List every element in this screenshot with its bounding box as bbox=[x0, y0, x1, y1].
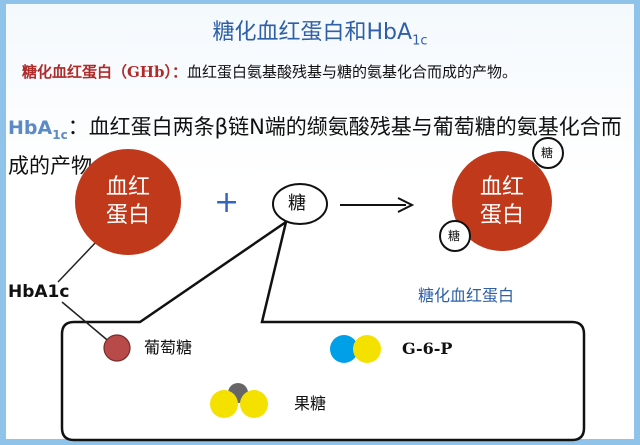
g6p-cyan-icon bbox=[330, 335, 358, 363]
frame-top bbox=[0, 0, 640, 4]
glucose-molecule-icon bbox=[103, 334, 131, 362]
fructose-label: 果糖 bbox=[294, 394, 327, 413]
sugar-text: 糖 bbox=[288, 193, 306, 214]
hba1c-pointer-line-bottom bbox=[61, 301, 113, 345]
product-sugar-bottom-ellipse bbox=[439, 220, 471, 252]
hba1c-term: HbA1c bbox=[8, 117, 68, 142]
product-label: 糖化血红蛋白 bbox=[418, 286, 515, 305]
frame-bottom bbox=[0, 439, 640, 445]
slide-title-sub: 1c bbox=[412, 33, 428, 49]
frame-right bbox=[634, 0, 640, 445]
fructose-yellow-right-icon bbox=[240, 390, 268, 418]
product-hemoglobin-text: 血红 蛋白 bbox=[452, 174, 552, 230]
product-hemoglobin-text-line1: 血红 bbox=[479, 175, 524, 200]
product-sugar-top-text: 糖 bbox=[541, 146, 554, 160]
g6p-label: G-6-P bbox=[402, 339, 453, 358]
slide-title-main: 糖化血红蛋白和HbA bbox=[212, 20, 413, 45]
product-hemoglobin-text-line2: 蛋白 bbox=[479, 203, 524, 228]
hemoglobin-text-line1: 血红 bbox=[105, 175, 150, 200]
hba1c-pointer-line-top bbox=[57, 239, 99, 283]
hemoglobin-circle bbox=[75, 149, 181, 255]
slide-title: 糖化血红蛋白和HbA1c bbox=[0, 14, 640, 48]
product-sugar-bottom-text: 糖 bbox=[448, 229, 461, 243]
product-sugar-top-ellipse bbox=[532, 137, 564, 169]
glucose-label: 葡萄糖 bbox=[144, 338, 193, 357]
fructose-yellow-left-icon bbox=[210, 390, 238, 418]
hba1c-label: HbA1c bbox=[8, 282, 70, 302]
ghb-term: 糖化血红蛋白（GHb）： bbox=[22, 63, 187, 81]
hemoglobin-text-line2: 蛋白 bbox=[105, 203, 150, 228]
product-hemoglobin-circle bbox=[452, 151, 552, 251]
hba1c-term-main: HbA bbox=[8, 117, 53, 139]
sugar-ellipse bbox=[272, 183, 328, 225]
hba1c-term-sub: 1c bbox=[52, 127, 68, 142]
g6p-yellow-icon bbox=[353, 335, 381, 363]
ghb-definition: 糖化血红蛋白（GHb）：血红蛋白氨基酸残基与糖的氨基化合而成的产物。 bbox=[22, 60, 630, 85]
reaction-arrow-head bbox=[397, 197, 415, 213]
frame-left bbox=[0, 0, 6, 445]
hba1c-separator: ： bbox=[67, 115, 89, 139]
callout-bubble bbox=[60, 219, 586, 442]
ghb-text: 血红蛋白氨基酸残基与糖的氨基化合而成的产物。 bbox=[186, 63, 517, 81]
hemoglobin-text: 血红 蛋白 bbox=[76, 174, 180, 230]
plus-sign: + bbox=[214, 185, 240, 220]
